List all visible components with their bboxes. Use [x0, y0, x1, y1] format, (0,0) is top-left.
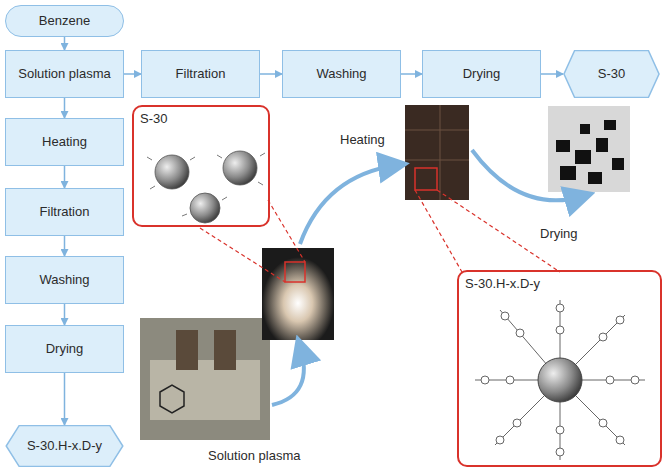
step-label: Solution plasma	[208, 448, 301, 463]
heating-photo	[405, 105, 469, 200]
carbon-spheres	[147, 151, 265, 223]
flow-arrow	[541, 73, 563, 75]
flow-arrow	[401, 73, 422, 75]
process-box: Solution plasma	[5, 50, 124, 98]
callout-title: S-30.H-x.D-y	[465, 276, 540, 292]
process-arrow	[272, 150, 584, 405]
flow-arrow	[64, 304, 66, 325]
plasma-photo	[262, 248, 334, 340]
node-label: Filtration	[176, 66, 226, 82]
node-label: Washing	[39, 272, 89, 288]
beaker-photo	[140, 318, 270, 440]
step-label: Drying	[540, 226, 578, 241]
process-box: Drying	[5, 325, 124, 373]
flow-arrow	[64, 98, 66, 118]
flow-arrow	[64, 37, 66, 50]
node-label: Drying	[463, 66, 501, 82]
flow-arrow	[64, 166, 66, 188]
flow-arrow	[64, 373, 66, 425]
product-hexagon: S-30.H-x.D-y	[5, 425, 124, 467]
process-box: Filtration	[141, 50, 260, 98]
node-label: Filtration	[40, 204, 90, 220]
process-box: Heating	[5, 118, 124, 166]
process-box: Washing	[5, 256, 124, 304]
dried-product-photo	[548, 106, 630, 192]
step-label: Heating	[340, 132, 385, 147]
node-label: Heating	[42, 134, 87, 150]
start-box: Benzene	[5, 5, 124, 37]
process-box: Filtration	[5, 188, 124, 236]
callout-frame: S-30	[132, 105, 270, 227]
flow-arrow	[124, 73, 141, 75]
callout-frame: S-30.H-x.D-y	[457, 270, 662, 467]
node-label: S-30.H-x.D-y	[27, 438, 102, 454]
flow-arrow	[260, 73, 282, 75]
flow-arrow	[64, 236, 66, 256]
node-label: Solution plasma	[18, 66, 111, 82]
node-label: Washing	[316, 66, 366, 82]
node-label: Drying	[46, 341, 84, 357]
product-hexagon: S-30	[563, 50, 660, 98]
process-box: Washing	[282, 50, 401, 98]
process-box: Drying	[422, 50, 541, 98]
callout-leader	[200, 190, 560, 282]
node-label: S-30	[598, 66, 625, 82]
node-label: Benzene	[39, 13, 90, 29]
callout-title: S-30	[140, 111, 167, 127]
functionalized-sphere	[475, 300, 645, 460]
